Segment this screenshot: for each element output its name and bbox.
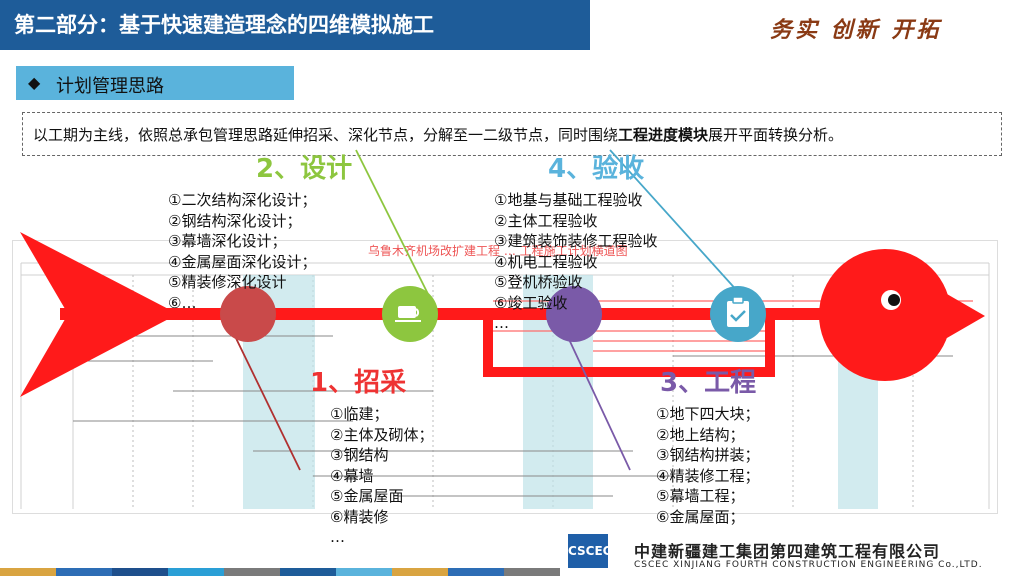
procurement-node	[220, 286, 276, 342]
list-item: ④机电工程验收	[494, 252, 598, 271]
section-title: 计划管理思路	[56, 76, 164, 97]
list-item: ②钢结构深化设计；	[168, 211, 302, 230]
list-item: ④幕墙	[330, 466, 374, 485]
list-item: ③幕墙深化设计；	[168, 232, 287, 250]
intro-text: 以工期为主线，依照总承包管理思路延伸招采、深化节点，分解至一二级节点，同时围绕	[33, 126, 619, 144]
diamond-bullet-icon: ◆	[28, 73, 41, 92]
intro-box: 以工期为主线，依照总承包管理思路延伸招采、深化节点，分解至一二级节点，同时围绕工…	[22, 112, 1002, 156]
stripe	[280, 568, 336, 576]
stripe	[168, 568, 224, 576]
list-item: ③钢结构拼装；	[656, 446, 760, 464]
arrow-head-tip	[940, 290, 985, 342]
list-item: ⑤金属屋面	[330, 487, 404, 505]
coffee-cup-icon	[395, 306, 421, 322]
list-item: ①地基与基础工程验收	[494, 191, 643, 209]
list-item: ②地上结构；	[656, 425, 745, 444]
list-item: ③建筑装饰装修工程验收	[494, 232, 658, 250]
stripe	[0, 568, 56, 576]
list-item: ②主体工程验收	[494, 211, 598, 230]
stripe	[56, 568, 112, 576]
procurement-connector	[231, 329, 301, 471]
acceptance-items: ①地基与基础工程验收 ②主体工程验收 ③建筑装饰装修工程验收 ④机电工程验收 ⑤…	[494, 190, 657, 334]
list-item: ①临建；	[330, 405, 389, 423]
list-item: ④精装修工程；	[656, 466, 760, 485]
stripe	[392, 568, 448, 576]
list-item: ①二次结构深化设计；	[168, 191, 317, 209]
list-item: ⑥精装修	[330, 507, 389, 526]
list-item: ⑥…	[168, 293, 197, 312]
company-logo: CSCEC	[568, 534, 611, 568]
arrow-head-circle	[819, 249, 951, 381]
slogan: 务实 创新 开拓	[770, 17, 942, 43]
clipboard-check-icon	[727, 296, 749, 327]
list-item: ⑤幕墙工程；	[656, 487, 745, 505]
stripe	[448, 568, 504, 576]
procurement-stage-title: 1、招采	[310, 368, 407, 398]
list-item: ⑥金属屋面；	[656, 507, 745, 526]
company-name-cn: 中建新疆建工集团第四建筑工程有限公司	[634, 542, 941, 561]
page-title: 第二部分：基于快速建造理念的四维模拟施工	[0, 0, 590, 50]
acceptance-stage-title: 4、验收	[548, 154, 645, 184]
design-items: ①二次结构深化设计； ②钢结构深化设计； ③幕墙深化设计； ④金属屋面深化设计；…	[168, 190, 316, 313]
list-item: …	[330, 528, 345, 546]
construction-branch	[483, 318, 775, 377]
construction-items: ①地下四大块； ②地上结构； ③钢结构拼装； ④精装修工程； ⑤幕墙工程； ⑥金…	[656, 404, 759, 527]
design-stage-title: 2、设计	[256, 154, 353, 184]
list-item: …	[494, 314, 509, 332]
section-header: ◆ 计划管理思路	[16, 66, 294, 100]
company-name-en: CSCEC XINJIANG FOURTH CONSTRUCTION ENGIN…	[634, 560, 983, 570]
stripe	[224, 568, 280, 576]
stripe	[336, 568, 392, 576]
list-item: ③钢结构	[330, 446, 389, 464]
list-item: ⑤登机桥验收	[494, 273, 583, 291]
intro-text-end: 展开平面转换分析。	[708, 126, 844, 144]
list-item: ②主体及砌体；	[330, 425, 434, 444]
acceptance-connector	[609, 149, 741, 295]
list-item: ⑤精装修深化设计	[168, 273, 287, 291]
acceptance-node	[546, 286, 602, 342]
stripe	[112, 568, 168, 576]
stripe	[504, 568, 560, 576]
intro-highlight: 工程进度模块	[618, 126, 709, 144]
arrow-head-pupil	[888, 294, 900, 306]
procurement-items: ①临建； ②主体及砌体； ③钢结构 ④幕墙 ⑤金属屋面 ⑥精装修 …	[330, 404, 433, 548]
construction-stage-title: 3、工程	[660, 368, 757, 398]
gantt-banner: 乌鲁木齐机场改扩建工程 … 工程施工计划横道图	[368, 243, 628, 258]
list-item: ⑥竣工验收	[494, 293, 568, 312]
footer-stripes	[0, 568, 560, 576]
design-connector	[355, 149, 429, 295]
construction-connector	[559, 319, 631, 471]
list-item: ④金属屋面深化设计；	[168, 252, 317, 271]
list-item: ①地下四大块；	[656, 405, 760, 423]
